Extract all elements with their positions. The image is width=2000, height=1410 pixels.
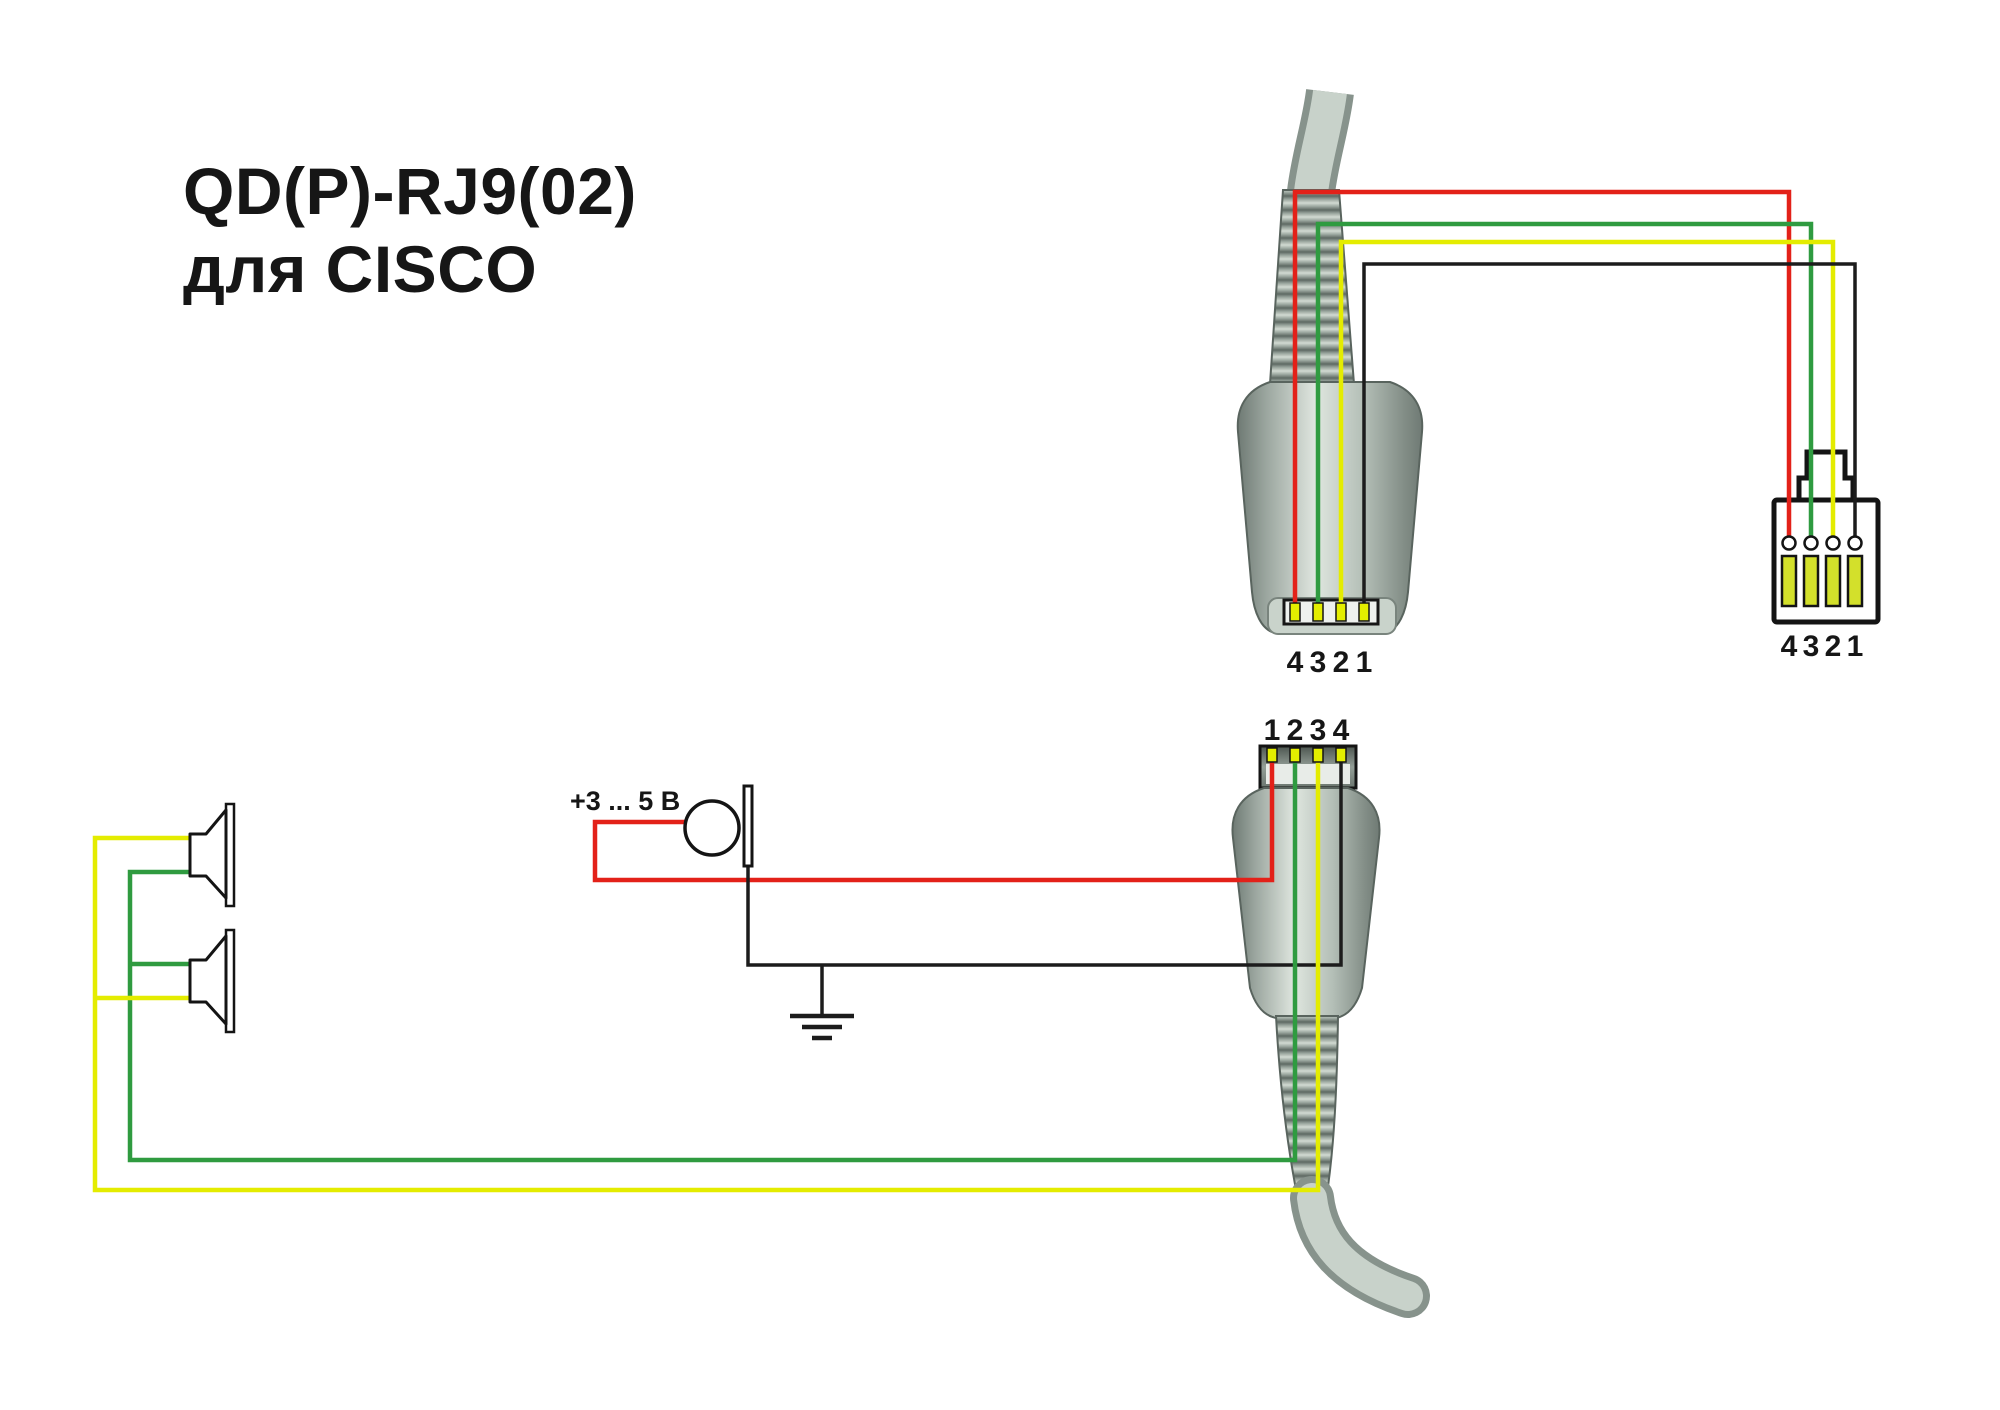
speaker-2-driver-icon [188,934,228,1026]
qd-mate-pin-label-1: 1 [1264,714,1281,747]
rj9-pin-label-2: 2 [1825,630,1842,663]
speaker-2-symbol [188,928,236,1034]
wire-red-top [1292,189,1792,616]
rj9-wire-eyelet-3 [1803,535,1819,551]
qd-connector-top [1236,88,1424,635]
qd-top-pin-label-1: 1 [1356,646,1373,679]
qd-top-pin-label-4: 4 [1287,646,1304,679]
qd-top-body [1236,381,1424,633]
qd-mate-cable-inner [1297,1183,1423,1311]
qd-top-cable-inner [1294,89,1347,195]
qd-mate-pin-label-2: 2 [1287,714,1304,747]
wire-yellow-top [1338,239,1836,616]
qd-top-contact-1 [1358,602,1370,622]
qd-mate-contact-2 [1289,747,1301,763]
page-title-line1: QD(P)-RJ9(02) [183,154,637,228]
wire-red-mic [592,758,1275,883]
rj9-pin-4 [1780,554,1798,608]
qd-top-contact-2 [1335,602,1347,622]
rj9-wire-eyelet-1 [1847,535,1863,551]
page-title-line2: для CISCO [183,232,537,306]
qd-mate-contact-3 [1312,747,1324,763]
wire-black-top [1362,262,1857,616]
rj9-latch-tab [1796,449,1856,505]
rj9-contacts [1780,535,1864,608]
rj9-wire-eyelet-4 [1781,535,1797,551]
qd-mate-contacts [1266,747,1347,763]
wire-yellow-speaker [92,758,1321,1193]
ground-symbol [790,1013,854,1041]
speaker-1-driver-icon [188,808,228,900]
qd-mate-contact-block-face [1266,764,1350,784]
qd-mate-contact-1 [1266,747,1278,763]
rj9-pin-1 [1846,554,1864,608]
qd-mate-body [1231,787,1381,1019]
rj9-pin-2 [1824,554,1842,608]
microphone-symbol [683,784,754,868]
qd-mate-contact-4 [1335,747,1347,763]
wire-green-speaker [127,758,1298,1163]
qd-top-pin-label-2: 2 [1333,646,1350,679]
wire-black-ground-bus [746,758,1343,967]
mic-voltage-label: +3 ... 5 В [570,786,680,816]
rj9-pin-label-1: 1 [1847,630,1864,663]
qd-top-pin-label-3: 3 [1310,646,1327,679]
qd-mate-strain-relief-ribs [1274,1015,1340,1201]
qd-top-contacts [1289,602,1370,622]
rj9-wire-eyelet-2 [1825,535,1841,551]
rj9-pin-3 [1802,554,1820,608]
qd-top-contact-4 [1289,602,1301,622]
speaker-1-symbol [188,802,236,908]
qd-mate-pin-label-4: 4 [1333,714,1350,747]
rj9-pin-label-4: 4 [1781,630,1798,663]
wire-green-top [1315,221,1814,616]
qd-top-contact-3 [1312,602,1324,622]
rj9-pin-label-3: 3 [1803,630,1820,663]
qd-mate-pin-label-3: 3 [1310,714,1327,747]
wiring [92,189,1857,1193]
microphone-capsule-icon [683,799,741,857]
microphone-plate-icon [742,784,754,868]
